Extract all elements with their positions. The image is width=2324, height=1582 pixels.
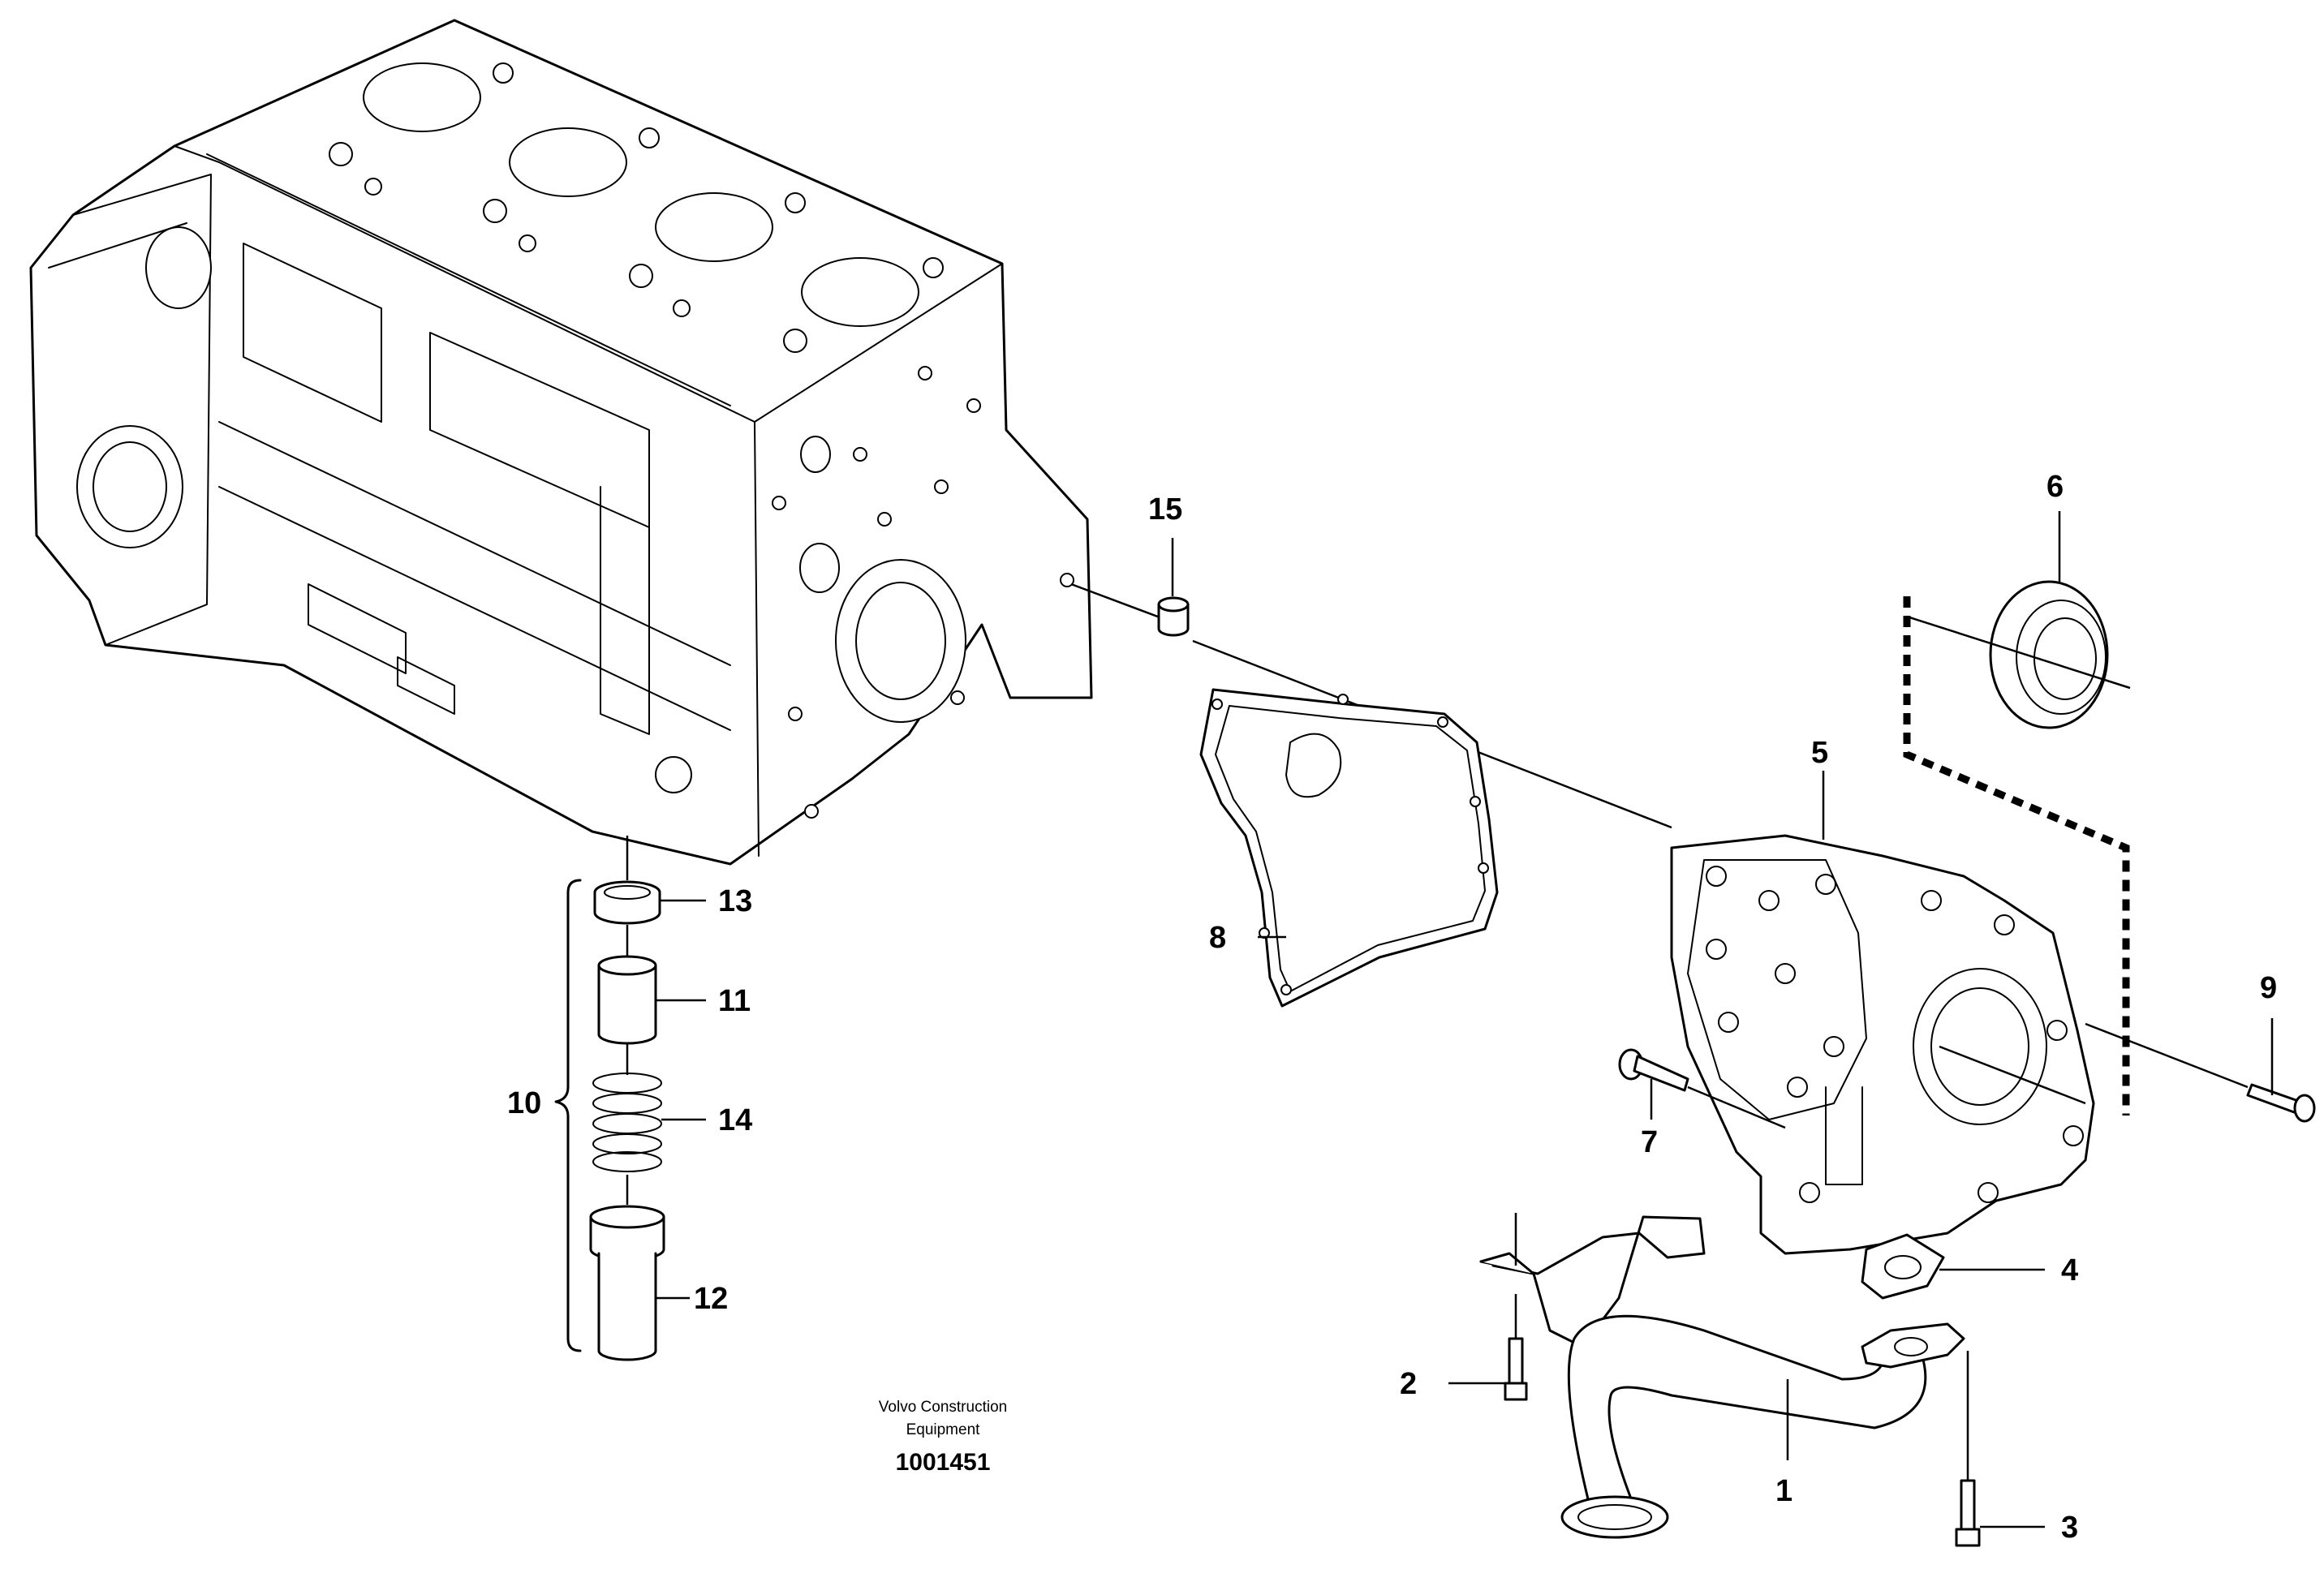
- callout-3: 3: [2061, 1511, 2078, 1545]
- part-1-oil-pickup: [1479, 1213, 1965, 1539]
- callout-2: 2: [1400, 1367, 1417, 1401]
- callout-12: 12: [694, 1282, 728, 1316]
- relief-valve-assembly: [554, 836, 665, 1361]
- callout-6: 6: [2046, 470, 2064, 504]
- part-14-spring: [592, 1073, 662, 1172]
- part-2-bolt: [1504, 1294, 1528, 1401]
- part-4-gasket: [1861, 1233, 1945, 1300]
- callout-5: 5: [1811, 736, 1828, 770]
- part-12-plug: [589, 1205, 665, 1361]
- engine-block: [29, 19, 1093, 866]
- document-number: 1001451: [896, 1449, 991, 1476]
- callout-4: 4: [2061, 1253, 2078, 1288]
- callout-7: 7: [1641, 1125, 1658, 1159]
- leader-lines: [656, 511, 2274, 1528]
- part-7-bolt: [1618, 1048, 1786, 1129]
- credit-line-2: Equipment: [906, 1421, 981, 1438]
- callout-1: 1: [1775, 1474, 1792, 1508]
- callout-labels: 15 6 5 8 9 7 4 2 1 3 13 11 10 14 12: [507, 470, 2277, 1545]
- credit-line-1: Volvo Construction: [879, 1399, 1007, 1416]
- part-6-seal: [1903, 580, 2131, 1116]
- part-3-bolt: [1955, 1351, 1981, 1547]
- credit-block: Volvo Construction Equipment 1001451: [879, 1399, 1007, 1476]
- part-9-bolt: [2085, 1022, 2316, 1123]
- part-5-oil-pump: [1670, 834, 2095, 1255]
- callout-15: 15: [1148, 492, 1182, 527]
- callout-13: 13: [718, 884, 752, 918]
- callout-9: 9: [2260, 971, 2277, 1005]
- part-13-seal-ring: [593, 880, 661, 925]
- part-8-gasket: [1199, 688, 1499, 1008]
- callout-11: 11: [718, 984, 751, 1018]
- part-11-piston: [597, 955, 657, 1045]
- callout-14: 14: [718, 1103, 752, 1137]
- callout-10: 10: [507, 1086, 541, 1120]
- callout-8: 8: [1209, 921, 1226, 955]
